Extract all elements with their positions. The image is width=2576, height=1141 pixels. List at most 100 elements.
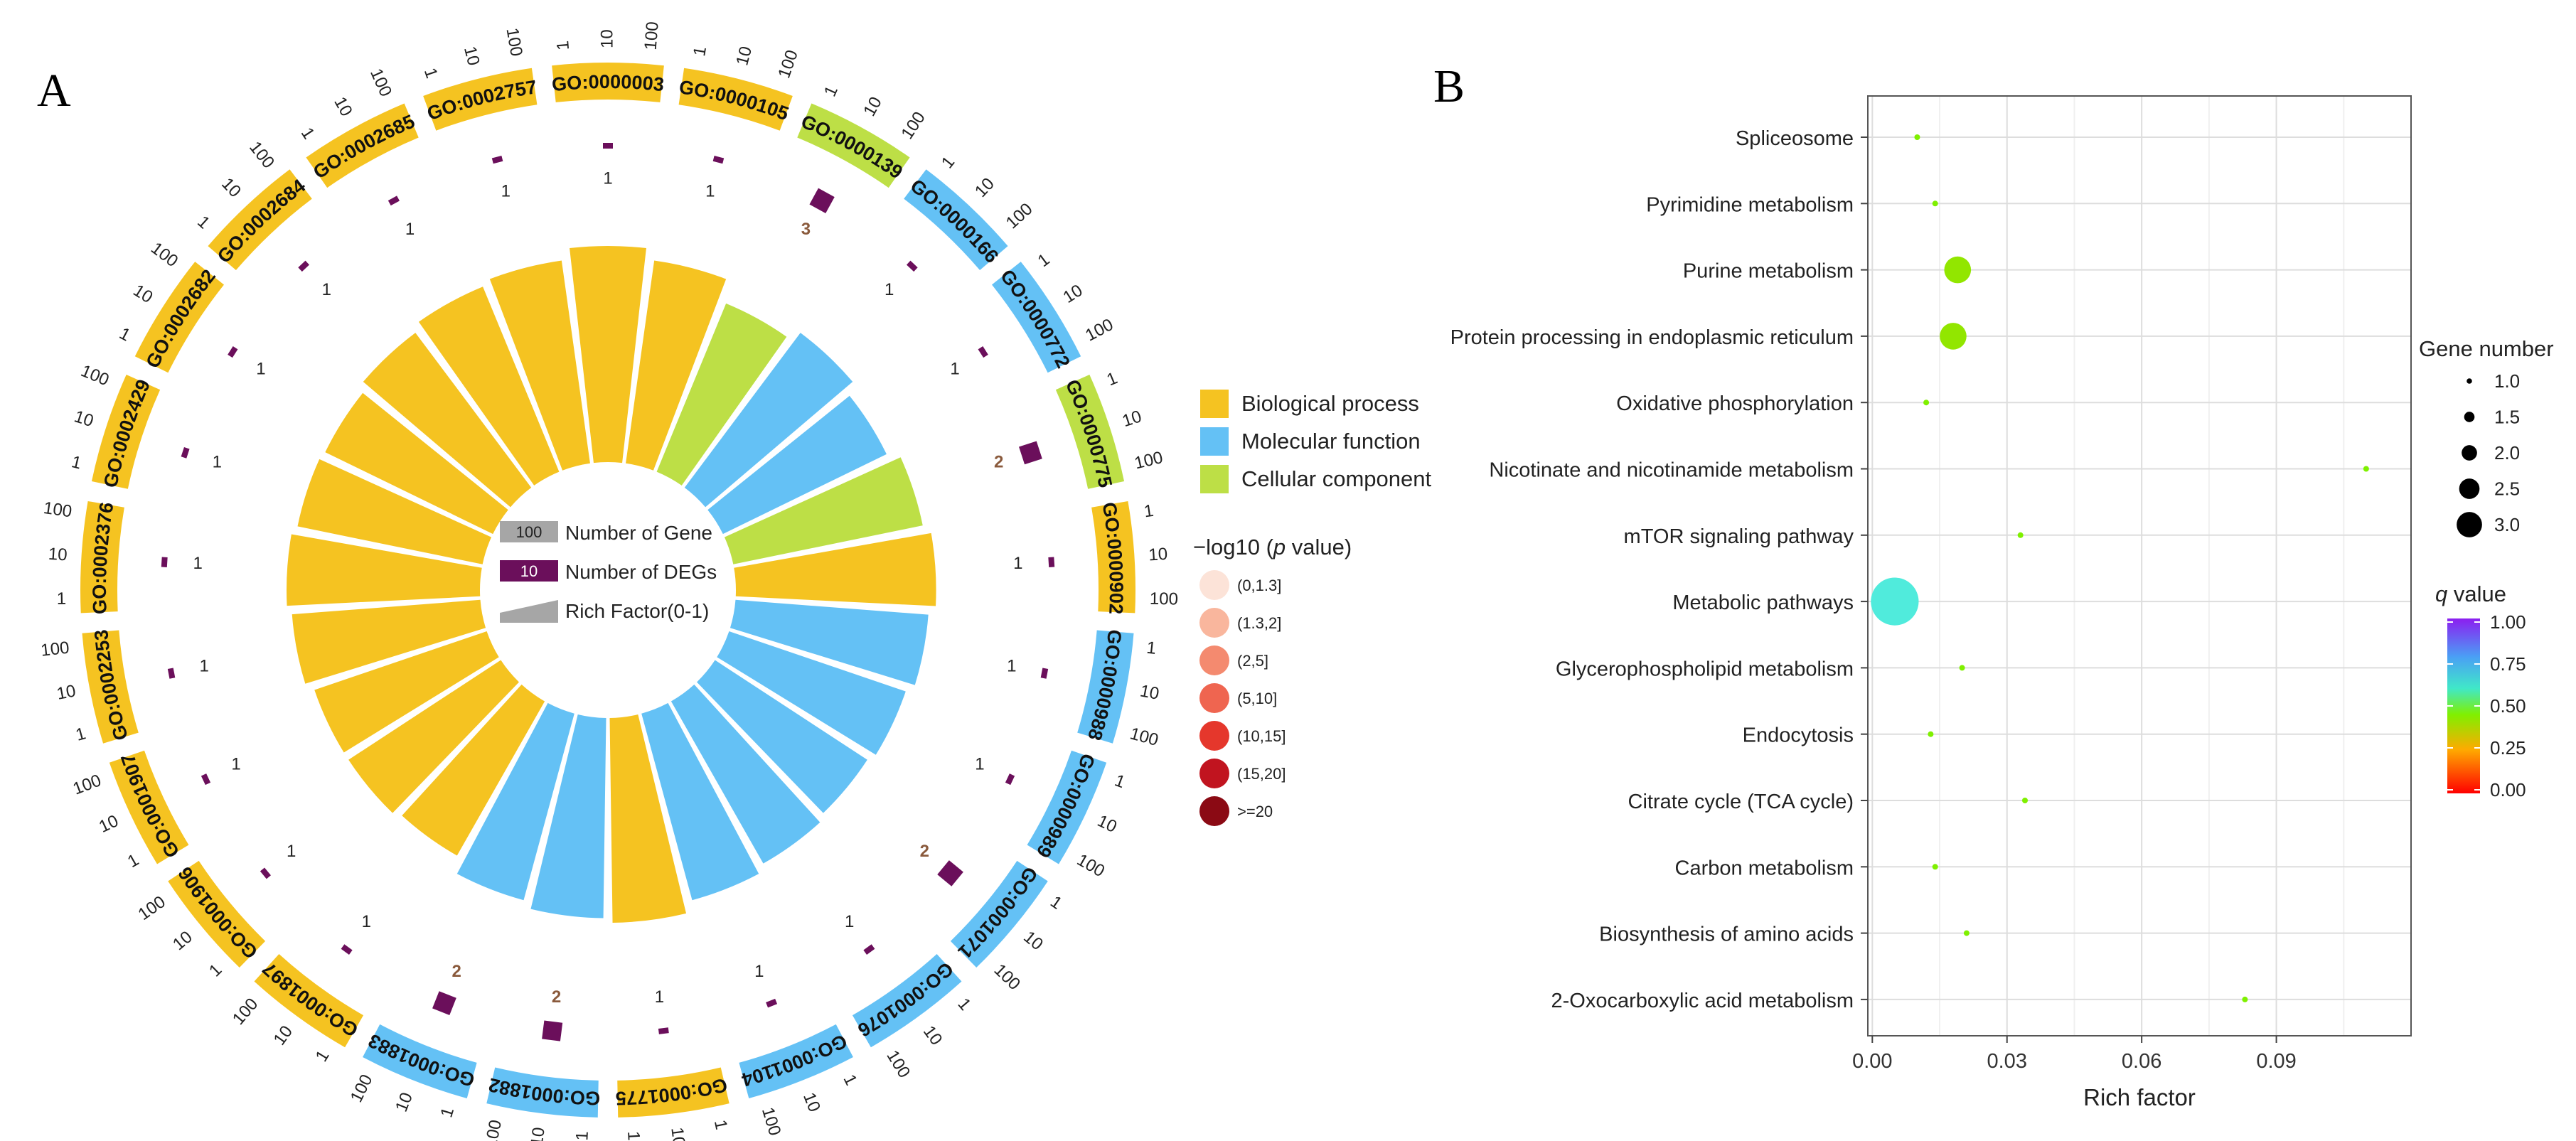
pathway-point [1963,930,1970,936]
go-term-band [1055,375,1125,489]
rich-factor-bar [656,303,787,486]
outer-scale-tick: 100 [1003,199,1037,232]
pathway-label: mTOR signaling pathway [1624,525,1854,548]
outer-scale-tick: 1 [1104,368,1121,390]
go-term-band [109,750,189,864]
q-colorbar-label: 0.00 [2490,779,2526,800]
pvalue-legend-circle [1199,608,1229,638]
pathway-label: Purine metabolism [1683,260,1854,283]
pathway-label: Nicotinate and nicotinamide metabolism [1489,459,1854,482]
x-axis-label: Rich factor [2083,1084,2196,1110]
gene-count-swatch-value: 100 [516,523,543,541]
rich-factor-bar [570,245,646,464]
pathway-point [2021,798,2028,803]
deg-count-label: 1 [975,754,984,773]
go-term-band [80,500,124,614]
size-legend-circle [2459,478,2480,499]
deg-count-label: 1 [405,220,415,239]
pathway-point [1914,134,1920,140]
outer-scale-tick: 10 [597,29,616,48]
outer-scale-tick: 100 [502,26,525,58]
plot-area [1867,95,2412,1036]
panel-label-a: A [37,65,71,117]
outer-scale-tick: 1 [297,124,319,143]
deg-marker [766,998,778,1008]
q-legend-title: q value [2435,582,2506,606]
size-legend-circle [2467,378,2472,384]
go-term-band [82,630,139,744]
deg-marker [491,156,503,164]
rich-factor-bar [325,392,508,535]
pvalue-legend-label: (2,5] [1237,652,1268,670]
deg-count-label: 1 [1013,554,1022,573]
outer-scale-tick: 1 [710,1118,731,1132]
category-legend-swatch [1200,427,1229,456]
deg-count-label: 1 [362,912,371,931]
pathway-point [1871,577,1919,626]
outer-scale-tick: 10 [971,174,998,201]
outer-scale-tick: 100 [990,960,1025,994]
pathway-point [2363,466,2369,472]
outer-scale-tick: 100 [147,239,181,272]
pvalue-legend-label: (10,15] [1237,727,1286,745]
go-term-band [617,1067,729,1118]
panel-label-b: B [1433,60,1465,112]
rich-factor-bar [292,599,486,684]
size-legend-label: 2.0 [2494,442,2520,464]
deg-marker [863,944,875,955]
deg-count-label: 1 [655,987,664,1007]
rich-factor-bar [641,702,759,901]
outer-scale-tick: 100 [366,65,395,100]
go-term-band [423,68,538,131]
deg-count-label: 1 [193,554,202,573]
go-term-id: GO:0000003 [551,71,666,95]
outer-scale-tick: 10 [1120,407,1144,431]
pvalue-legend-circle [1199,646,1229,675]
outer-scale-tick: 10 [799,1090,824,1115]
outer-scale-tick: 100 [624,1131,644,1141]
outer-scale-tick: 10 [55,681,78,704]
deg-marker [1005,773,1015,786]
pathway-label: Spliceosome [1736,127,1854,150]
outer-scale-tick: 100 [641,21,663,50]
outer-scale-tick: 10 [270,1022,297,1049]
deg-marker [542,1020,563,1041]
deg-count-label: 1 [950,360,959,379]
category-legend-label: Cellular component [1241,466,1431,491]
rich-factor-legend-label: Rich Factor(0-1) [565,600,709,622]
outer-scale-tick: 100 [1133,448,1165,473]
outer-scale-tick: 1 [1143,501,1155,522]
go-term-band [134,262,225,373]
deg-marker [341,944,353,955]
rich-factor-swatch [500,600,558,623]
rich-factor-bar [287,534,482,606]
rich-factor-bar [402,684,545,856]
go-term-label: GO:0001076 [854,958,957,1041]
rich-factor-bar [609,714,687,923]
outer-scale-tick: 10 [460,44,483,68]
outer-scale-tick: 1 [74,724,88,745]
size-legend-title: Gene number [2419,336,2554,361]
deg-marker [298,260,309,272]
outer-scale-tick: 1 [553,40,573,50]
deg-marker [161,557,168,567]
q-colorbar-label: 0.50 [2490,695,2526,717]
deg-marker [658,1027,669,1034]
pathway-label: Glycerophospholipid metabolism [1556,658,1854,680]
deg-count-label: 1 [200,657,209,676]
deg-count-label: 1 [885,280,894,299]
size-legend-circle [2462,445,2477,461]
outer-scale-tick: 1 [124,850,142,872]
deg-marker [809,188,835,213]
deg-count-legend-label: Number of DEGs [565,561,717,583]
rich-factor-bar [729,599,929,685]
deg-marker [1019,441,1042,465]
deg-marker [167,668,176,679]
q-colorbar-label: 0.75 [2490,653,2526,675]
size-legend-label: 1.0 [2494,370,2520,392]
pathway-point [1959,665,1965,671]
pathway-point [1932,864,1938,870]
pvalue-legend-label: (5,10] [1237,690,1277,707]
pathway-point [1928,731,1934,737]
